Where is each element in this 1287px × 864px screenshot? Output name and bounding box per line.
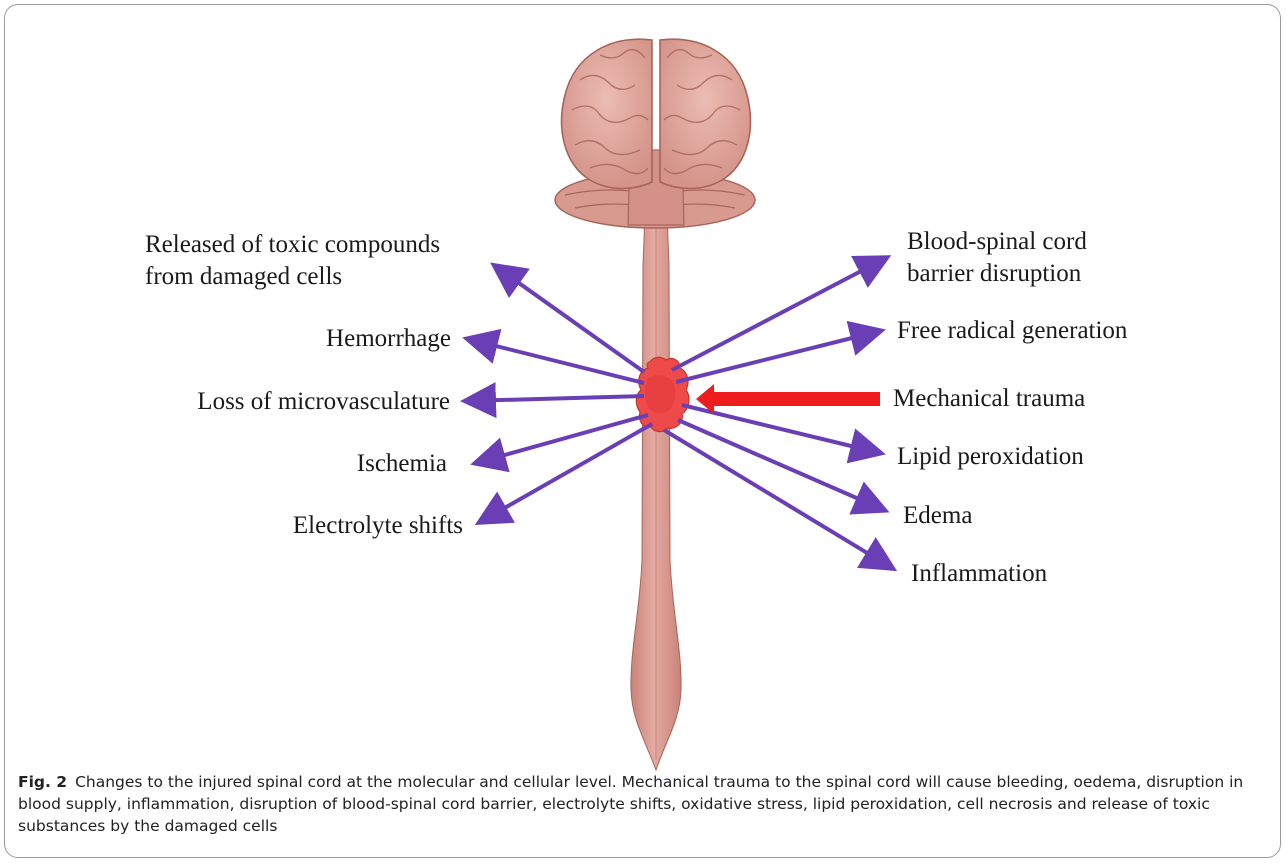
label-toxic-compounds-line2: from damaged cells xyxy=(145,261,342,293)
arrow-bscb xyxy=(672,258,886,370)
label-bscb-line1: Blood-spinal cord xyxy=(907,226,1087,258)
arrow-lipid xyxy=(682,405,880,453)
brain-illustration xyxy=(555,39,755,228)
caption-text: Changes to the injured spinal cord at th… xyxy=(18,773,1243,835)
label-free-radical: Free radical generation xyxy=(897,315,1127,347)
arrow-hemorrhage xyxy=(468,339,644,383)
label-edema: Edema xyxy=(903,500,972,532)
label-ischemia: Ischemia xyxy=(357,448,447,480)
label-lipid-peroxidation: Lipid peroxidation xyxy=(897,441,1084,473)
label-electrolyte-shifts: Electrolyte shifts xyxy=(293,510,463,542)
arrow-edema xyxy=(678,420,884,510)
label-mechanical-trauma: Mechanical trauma xyxy=(893,383,1085,415)
label-loss-microvasculature: Loss of microvasculature xyxy=(197,386,450,418)
label-bscb-line2: barrier disruption xyxy=(907,258,1081,290)
label-inflammation: Inflammation xyxy=(911,558,1047,590)
left-arrows xyxy=(466,266,652,522)
arrow-microvasculature xyxy=(466,396,644,401)
arrow-free-radical xyxy=(676,331,880,382)
label-toxic-compounds-line1: Released of toxic compounds xyxy=(145,229,440,261)
arrow-toxic-compounds xyxy=(495,266,644,372)
right-arrows xyxy=(664,258,892,568)
spinal-cord-illustration xyxy=(631,195,681,770)
trauma-arrow xyxy=(696,384,880,414)
figure-number: Fig. 2 xyxy=(18,773,67,791)
label-hemorrhage: Hemorrhage xyxy=(326,323,451,355)
